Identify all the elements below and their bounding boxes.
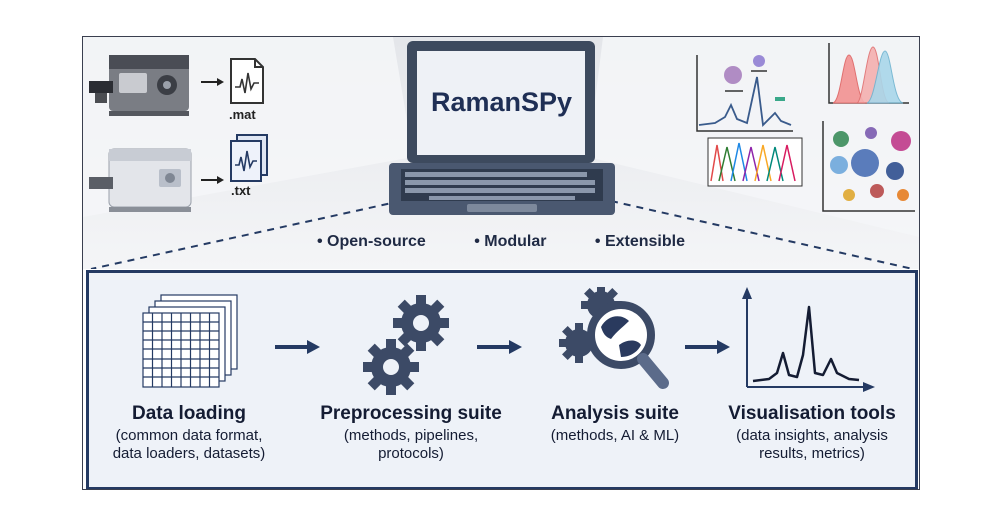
file-ext-txt: .txt [231,183,251,198]
feature-item: • Modular [474,233,547,250]
magnifier-gears-icon [559,287,669,389]
file-txt-icon [230,134,268,182]
data-cube-icon [142,294,238,388]
step-title-analysis: Analysis suite [551,403,679,424]
step-title-visualisation: Visualisation tools [728,403,896,424]
multi-spectra-icon [707,137,803,187]
spectrometer-dark-icon [89,55,189,116]
file-mat-icon [230,58,264,104]
diagram-frame: .mat .txt RamanSPy [82,36,920,490]
arrow-right-icon [201,176,224,184]
pipeline-panel: Data loading Preprocessing suite Analysi… [86,270,918,489]
spectrum-plot-icon [742,287,875,392]
arrow-right-icon [201,78,224,86]
brand-title: RamanSPy [431,87,573,117]
spectrum-annotated-icon [696,55,793,132]
step-title-preprocessing: Preprocessing suite [320,403,502,424]
cluster-scatter-icon [822,121,915,212]
step-desc-analysis: (methods, AI & ML) [550,427,680,444]
feature-list: • Open-source • Modular • Extensible [83,233,919,251]
density-peaks-icon [828,43,909,104]
step-desc-data-loading: (common data format,data loaders, datase… [112,427,266,462]
file-ext-mat: .mat [229,107,256,122]
arrow-right-icon [477,340,522,354]
step-desc-preprocessing: (methods, pipelines,protocols) [343,427,479,462]
laptop-icon [389,41,615,215]
step-title-data-loading: Data loading [131,403,246,424]
feature-item: • Open-source [317,233,426,250]
arrow-right-icon [275,340,320,354]
feature-item: • Extensible [594,233,685,250]
arrow-right-icon [685,340,730,354]
spectrometer-light-icon [89,148,192,212]
gears-icon [363,295,449,395]
